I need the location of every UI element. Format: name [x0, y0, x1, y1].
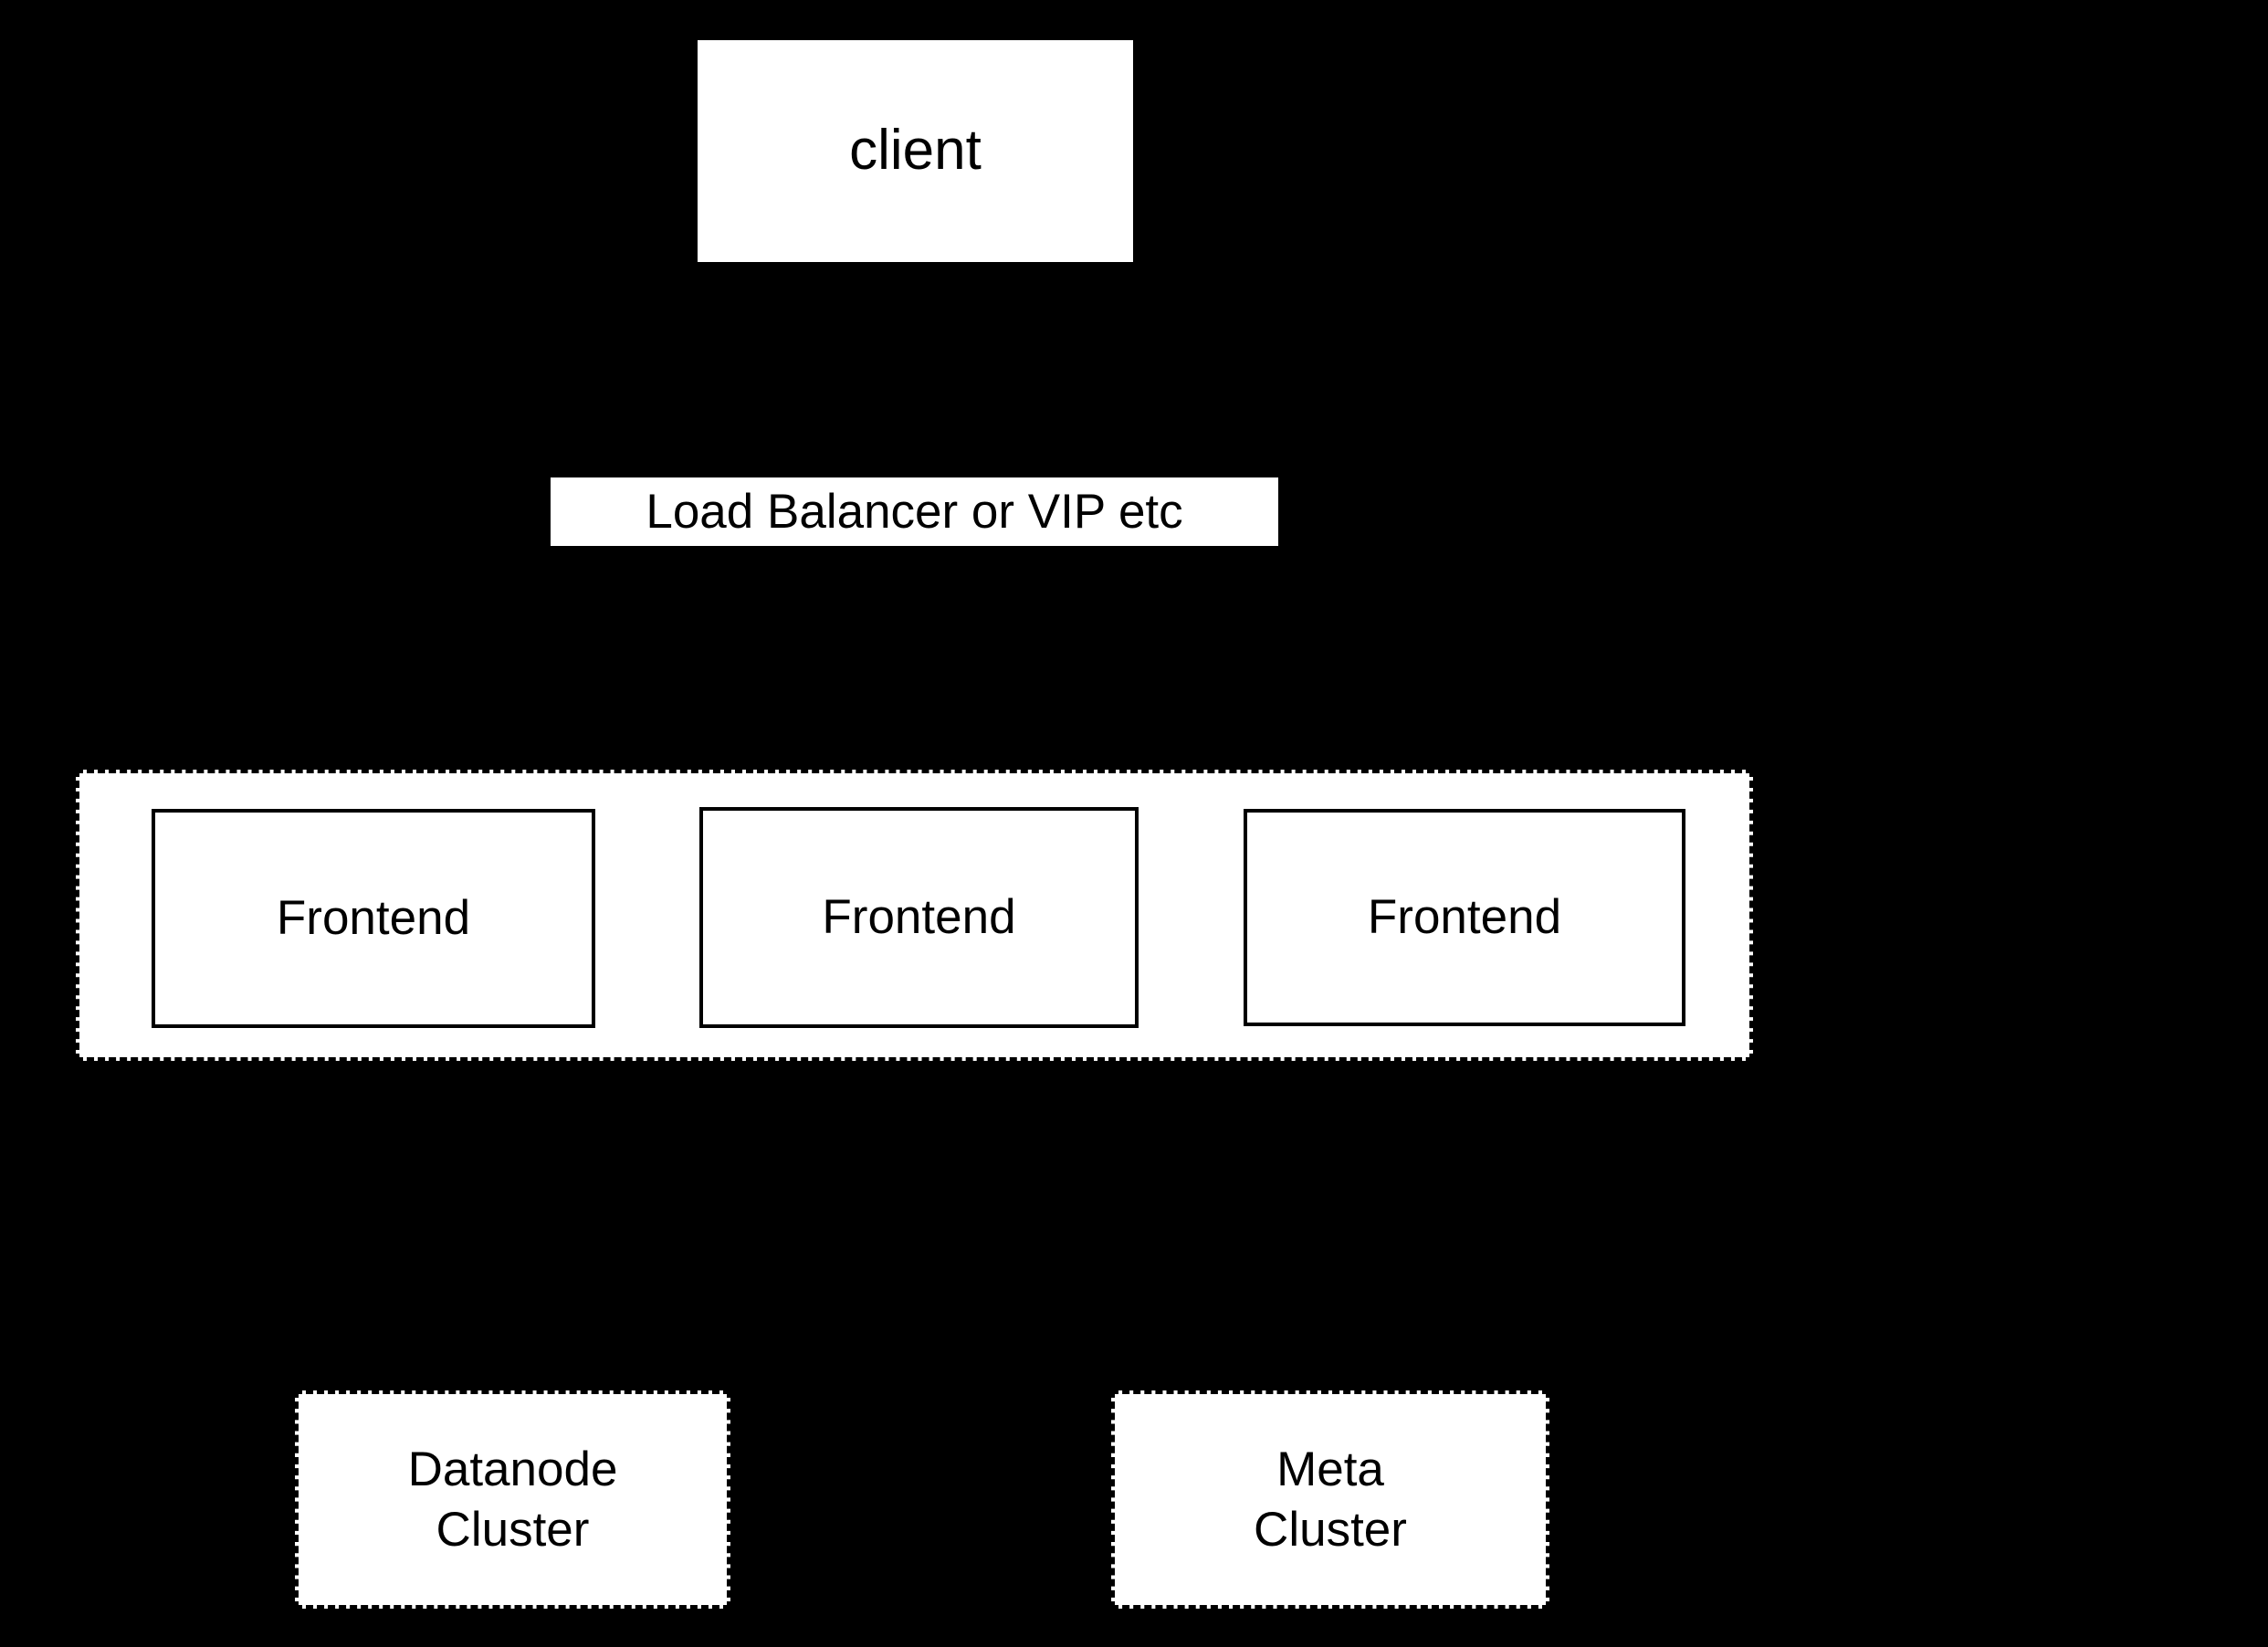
- client-node: client: [698, 40, 1133, 262]
- datanode-cluster-node: Datanode Cluster: [295, 1390, 730, 1609]
- frontend-label: Frontend: [276, 891, 471, 946]
- frontend-label: Frontend: [1367, 890, 1562, 945]
- meta-cluster-line2: Cluster: [1254, 1502, 1407, 1557]
- frontend-node: Frontend: [152, 809, 595, 1028]
- meta-cluster-line1: Meta: [1276, 1442, 1384, 1496]
- meta-cluster-node: Meta Cluster: [1111, 1390, 1549, 1609]
- frontend-node: Frontend: [1244, 809, 1685, 1026]
- frontend-group-container: Frontend Frontend Frontend: [76, 770, 1753, 1061]
- client-label: client: [849, 119, 982, 183]
- meta-cluster-label: Meta Cluster: [1254, 1440, 1407, 1560]
- datanode-cluster-line2: Cluster: [436, 1502, 590, 1557]
- load-balancer-label: Load Balancer or VIP etc: [646, 484, 1183, 539]
- datanode-cluster-line1: Datanode: [407, 1442, 618, 1496]
- load-balancer-node: Load Balancer or VIP etc: [551, 477, 1278, 546]
- frontend-label: Frontend: [822, 890, 1016, 945]
- frontend-node: Frontend: [699, 807, 1139, 1028]
- datanode-cluster-label: Datanode Cluster: [408, 1440, 618, 1560]
